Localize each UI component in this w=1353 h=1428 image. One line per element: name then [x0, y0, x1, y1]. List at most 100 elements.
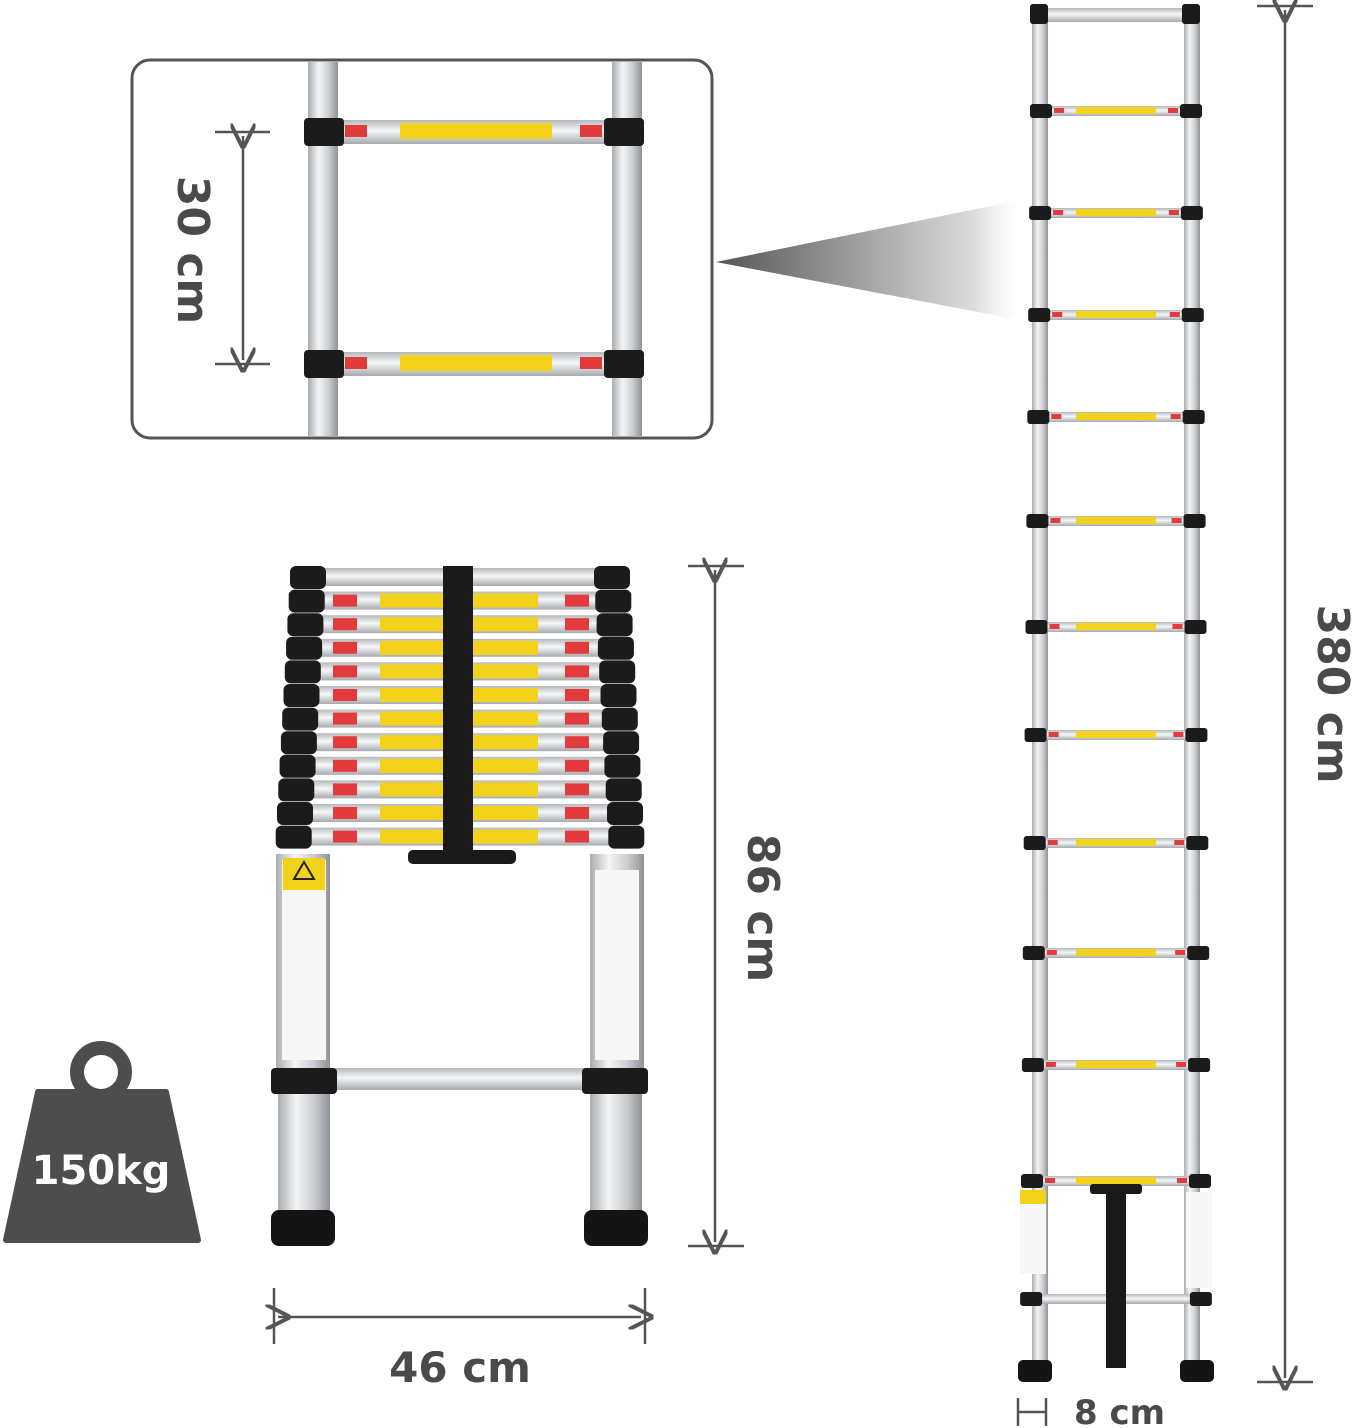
extended-top-cap-left	[1030, 4, 1048, 24]
extended-top-rung	[1040, 8, 1190, 22]
weight-capacity-label: 150kg	[32, 1148, 171, 1194]
collapsed-rung-cap	[599, 660, 636, 684]
collapsed-rung-cap	[600, 684, 637, 707]
rung-warning-label	[1076, 1061, 1156, 1068]
extended-rung-cap	[1186, 836, 1209, 850]
rung-reflector	[1049, 624, 1060, 629]
zoom-top-label	[400, 123, 552, 139]
rung-reflector	[1175, 950, 1186, 955]
width-dimension	[274, 1288, 645, 1344]
rung-reflector	[1168, 108, 1178, 113]
collapsed-rung-cap	[595, 589, 632, 613]
zoom-top-reflector-left	[345, 125, 367, 137]
extended-rung-cap	[1187, 946, 1210, 960]
rung-warning-label	[1076, 413, 1156, 420]
collapsed-rung-cap	[286, 636, 323, 660]
rung-reflector	[1176, 1062, 1187, 1067]
extended-rung-cap	[1021, 1174, 1043, 1188]
collapsed-left-foot	[271, 1210, 335, 1246]
extended-rung-cap	[1024, 728, 1047, 742]
base-depth-label: 8 cm	[1074, 1393, 1165, 1428]
extended-rung-cap	[1188, 1058, 1211, 1072]
rung-reflector	[1169, 312, 1180, 317]
extended-left-rail	[1032, 8, 1048, 1378]
rung-reflector	[1050, 518, 1061, 523]
collapsed-rung-cap	[278, 778, 315, 802]
collapsed-rung-cap	[288, 589, 325, 613]
extended-strap-handle	[1090, 1184, 1142, 1194]
rung-reflector	[1177, 1178, 1187, 1183]
collapsed-rung-cap	[607, 802, 643, 825]
rung-reflector	[1045, 1178, 1055, 1183]
weight-icon	[3, 1041, 201, 1243]
collapsed-rung-cap	[596, 613, 633, 637]
left-leg-sticker	[282, 860, 326, 1060]
rung-reflector	[333, 594, 357, 607]
extended-rung-cap	[1189, 1292, 1212, 1306]
extended-rung-cap	[1030, 104, 1052, 118]
rung-reflector	[333, 736, 357, 749]
extended-rung-cap	[1026, 514, 1049, 528]
extended-rung-cap	[1023, 836, 1046, 850]
rung-warning-label	[1076, 517, 1156, 524]
rung-spacing-label: 30 cm	[167, 176, 218, 324]
extended-rung-cap	[1184, 620, 1207, 634]
zoom-bottom-cap-right	[604, 350, 644, 378]
extended-rung-stack	[1020, 104, 1212, 1306]
extended-rung-cap	[1027, 410, 1050, 424]
rung-reflector	[333, 712, 357, 725]
extended-rung-cap	[1189, 1174, 1211, 1188]
carry-strap	[443, 566, 473, 856]
rung-reflector	[1045, 1062, 1056, 1067]
rung-reflector	[333, 759, 357, 772]
rung-reflector	[565, 783, 589, 796]
extended-rung-cap	[1025, 620, 1048, 634]
collapsed-rung-cap	[603, 731, 640, 755]
rung-warning-label	[1076, 311, 1156, 318]
collapsed-rung-cap	[275, 825, 312, 849]
rung-reflector	[565, 618, 589, 631]
rung-reflector	[1046, 950, 1057, 955]
extended-ladder	[1018, 4, 1214, 1382]
rung-reflector	[333, 665, 357, 678]
warning-triangle-icon	[292, 860, 316, 880]
collapsed-rung-cap	[282, 707, 319, 731]
zoom-bottom-cap-left	[304, 350, 344, 378]
extended-rung-cap	[1185, 728, 1208, 742]
width-label: 46 cm	[389, 1343, 531, 1392]
extended-rung-cap	[1029, 206, 1052, 220]
rung-reflector	[333, 783, 357, 796]
rung-reflector	[565, 830, 589, 843]
collapsed-ladder	[271, 566, 648, 1246]
rung-reflector	[1047, 840, 1058, 845]
rung-warning-label	[1076, 949, 1156, 956]
rung-reflector	[1173, 732, 1184, 737]
extended-rung-cap	[1021, 1058, 1044, 1072]
rung-warning-label	[1076, 107, 1156, 114]
collapsed-rung-cap	[601, 707, 638, 731]
extended-top-cap-right	[1182, 4, 1200, 24]
zoom-top-cap-right	[604, 118, 644, 146]
rung-reflector	[565, 712, 589, 725]
collapsed-rung-cap	[608, 825, 645, 849]
collapsed-height-label: 86 cm	[737, 834, 788, 982]
zoom-bottom-label	[400, 355, 552, 371]
extended-height-dimension	[1257, 6, 1313, 1382]
rung-reflector	[1172, 624, 1183, 629]
rung-reflector	[333, 830, 357, 843]
rung-warning-label	[1076, 839, 1156, 846]
collapsed-rung-cap	[283, 684, 320, 707]
extended-rung-cap	[1182, 410, 1205, 424]
collapsed-right-leg-lower	[590, 1094, 642, 1214]
right-leg-sticker	[595, 870, 639, 1060]
rung-detail-zoom: 30 cm	[130, 58, 1020, 440]
extended-right-sticker	[1186, 1192, 1212, 1288]
collapsed-rung-cap	[284, 660, 321, 684]
rung-reflector	[565, 736, 589, 749]
extended-height-label: 380 cm	[1307, 604, 1353, 783]
rung-reflector	[333, 618, 357, 631]
zoom-top-cap-left	[304, 118, 344, 146]
rung-reflector	[1170, 414, 1181, 419]
rung-reflector	[565, 594, 589, 607]
extended-rung-cap	[1180, 206, 1203, 220]
